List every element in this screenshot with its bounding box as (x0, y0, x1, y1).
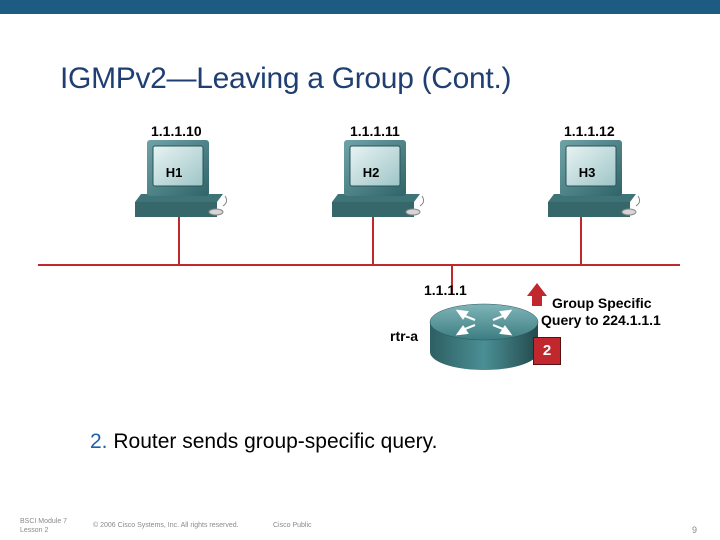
host-h2-icon (332, 140, 425, 217)
callout-line-1: Group Specific (552, 295, 652, 311)
host-ip-h2: 1.1.1.11 (350, 123, 400, 139)
up-arrow-icon (527, 283, 547, 306)
callout-line-2: Query to 224.1.1.1 (541, 312, 661, 328)
router-name: rtr-a (390, 328, 419, 344)
host-name-h1: H1 (166, 165, 183, 180)
step-caption: 2. Router sends group-specific query. (90, 430, 437, 454)
host-ip-h1: 1.1.1.10 (151, 123, 202, 139)
host-h1-icon (135, 140, 228, 217)
router-ip: 1.1.1.1 (424, 282, 467, 298)
host-ip-h3: 1.1.1.12 (564, 123, 615, 139)
router-icon (429, 303, 539, 370)
footer-copyright: © 2006 Cisco Systems, Inc. All rights re… (93, 522, 239, 529)
query-callout: Group Specific Query to 224.1.1.1 (541, 295, 661, 329)
slide-title: IGMPv2—Leaving a Group (Cont.) (60, 62, 512, 95)
footer-course-line-1: BSCI Module 7 (20, 518, 68, 525)
page-number: 9 (692, 525, 698, 535)
host-name-h3: H3 (579, 165, 596, 180)
network-diagram: H1 H2 H3 (38, 140, 680, 370)
footer-course-line-2: Lesson 2 (20, 527, 49, 534)
host-name-h2: H2 (363, 165, 380, 180)
footer-course: BSCI Module 7 Lesson 2 (20, 517, 67, 535)
caption-number: 2. (90, 430, 108, 453)
caption-text: Router sends group-specific query. (107, 430, 438, 453)
footer-classification: Cisco Public (273, 522, 312, 529)
step-badge: 2 (533, 337, 561, 365)
top-banner (0, 0, 720, 14)
host-h3-icon (548, 140, 641, 217)
